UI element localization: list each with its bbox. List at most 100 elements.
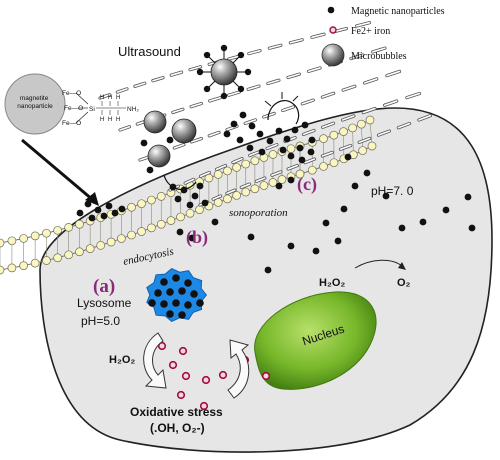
nanoparticle	[382, 192, 390, 200]
nanoparticle	[184, 301, 192, 309]
legend-iron-symbol	[329, 26, 337, 34]
lipid-head	[7, 263, 17, 273]
lipid-head	[75, 247, 84, 257]
hydrogen-atom: H	[100, 95, 104, 101]
nanoparticle	[230, 120, 238, 128]
cytoplasm-ph-label: pH=7. 0	[371, 184, 414, 198]
lipid-head	[213, 170, 223, 179]
legend-iron-label: Fe2+ iron	[351, 26, 390, 37]
sonoporation-label: sonoporation	[229, 207, 288, 219]
route-b-label: (b)	[186, 227, 208, 248]
lipid-head	[307, 165, 317, 175]
iron-ion	[157, 341, 167, 351]
nanoparticle	[275, 127, 283, 135]
lipid-head	[7, 236, 17, 246]
nanoparticle	[334, 237, 342, 245]
lipid-head	[357, 119, 366, 129]
nanoparticle	[340, 205, 348, 213]
hydrogen-atom: H	[100, 117, 104, 123]
nanoparticle	[307, 148, 315, 156]
legend: Magnetic nanoparticles Fe2+ iron Microbu…	[321, 6, 445, 67]
lipid-head	[176, 212, 185, 222]
lipid-head	[30, 258, 40, 268]
microbubble	[143, 110, 167, 134]
nanoparticle	[203, 51, 211, 59]
nanoparticles	[76, 111, 476, 274]
nanoparticle	[344, 153, 352, 161]
lipid-head	[0, 238, 5, 248]
lipid-head	[19, 261, 28, 270]
nanoparticle	[196, 68, 204, 76]
lipid-head	[53, 225, 62, 235]
hydrogen-atom: H	[116, 95, 120, 101]
lipid-head	[268, 178, 278, 187]
nanoparticle	[76, 209, 84, 217]
nanoparticle	[296, 144, 304, 152]
nanoparticle	[160, 278, 168, 286]
nanoparticle	[283, 135, 291, 143]
h2o2-right-label: H₂O₂	[319, 277, 345, 289]
legend-microbubble-symbol	[321, 43, 345, 67]
iron-ion	[199, 401, 209, 411]
lipid-head	[117, 234, 126, 243]
ultrasound-label: Ultrasound	[118, 44, 181, 59]
lipid-head	[241, 187, 251, 197]
lipid-head	[42, 228, 51, 238]
fe-o-bond-top: Fe—O	[62, 90, 81, 97]
nanoparticle	[220, 44, 228, 52]
lipid-head	[0, 265, 5, 275]
nanoparticle	[140, 139, 148, 147]
nanoparticle	[166, 136, 174, 144]
nanoparticle	[298, 156, 306, 164]
lipid-head	[147, 195, 156, 205]
nanoparticle	[291, 126, 299, 134]
lipid-head	[329, 158, 339, 168]
lipid-head	[319, 134, 328, 144]
nanoparticle	[247, 233, 255, 241]
nanoparticle	[239, 111, 247, 119]
lipid-head	[64, 250, 73, 260]
lipid-head	[127, 230, 136, 240]
nanoparticle	[442, 206, 450, 214]
nanoparticle	[248, 122, 256, 130]
lipid-head	[232, 191, 241, 200]
nanoparticle	[160, 300, 168, 308]
nanoparticle	[203, 85, 211, 93]
silicon-atom: Si	[89, 106, 95, 113]
lipid-head	[365, 115, 375, 125]
nanoparticle	[419, 218, 427, 226]
nanoparticle	[220, 92, 228, 100]
nanoparticle	[275, 182, 283, 190]
oxidative-cycle-arrow	[227, 339, 250, 399]
nanoparticle	[146, 166, 154, 174]
lipid-head	[85, 244, 95, 253]
nanoparticle	[237, 85, 245, 93]
legend-nanoparticle-label: Magnetic nanoparticles	[351, 6, 445, 17]
nanoparticle	[94, 206, 102, 214]
nanoparticle	[84, 200, 92, 208]
lysosome	[146, 268, 208, 322]
pointer-line	[21, 138, 94, 202]
microbubble	[171, 118, 197, 144]
lipid-head	[329, 130, 339, 140]
h2o2-left-label: H₂O₂	[109, 354, 135, 366]
nanoparticle	[287, 176, 295, 184]
nanoparticle	[169, 183, 177, 191]
nanoparticle	[351, 182, 359, 190]
lipid-head	[19, 234, 28, 243]
o2-label: O₂	[397, 277, 411, 289]
lipid-head	[268, 150, 278, 159]
nanoparticle	[398, 224, 406, 232]
nanoparticle	[191, 192, 199, 200]
nanoparticle	[468, 224, 476, 232]
nanoparticle	[178, 311, 186, 319]
h2o2-to-o2-arrow	[354, 259, 403, 269]
nanoparticle	[190, 290, 198, 298]
lipid-head	[127, 202, 136, 212]
nanoparticle	[201, 199, 209, 207]
svg-text:magnetite nanoparticle: magnetite nanoparticle	[17, 95, 53, 110]
nanoparticle	[178, 287, 186, 295]
lipid-head	[156, 192, 166, 201]
iron-ion	[261, 371, 271, 381]
